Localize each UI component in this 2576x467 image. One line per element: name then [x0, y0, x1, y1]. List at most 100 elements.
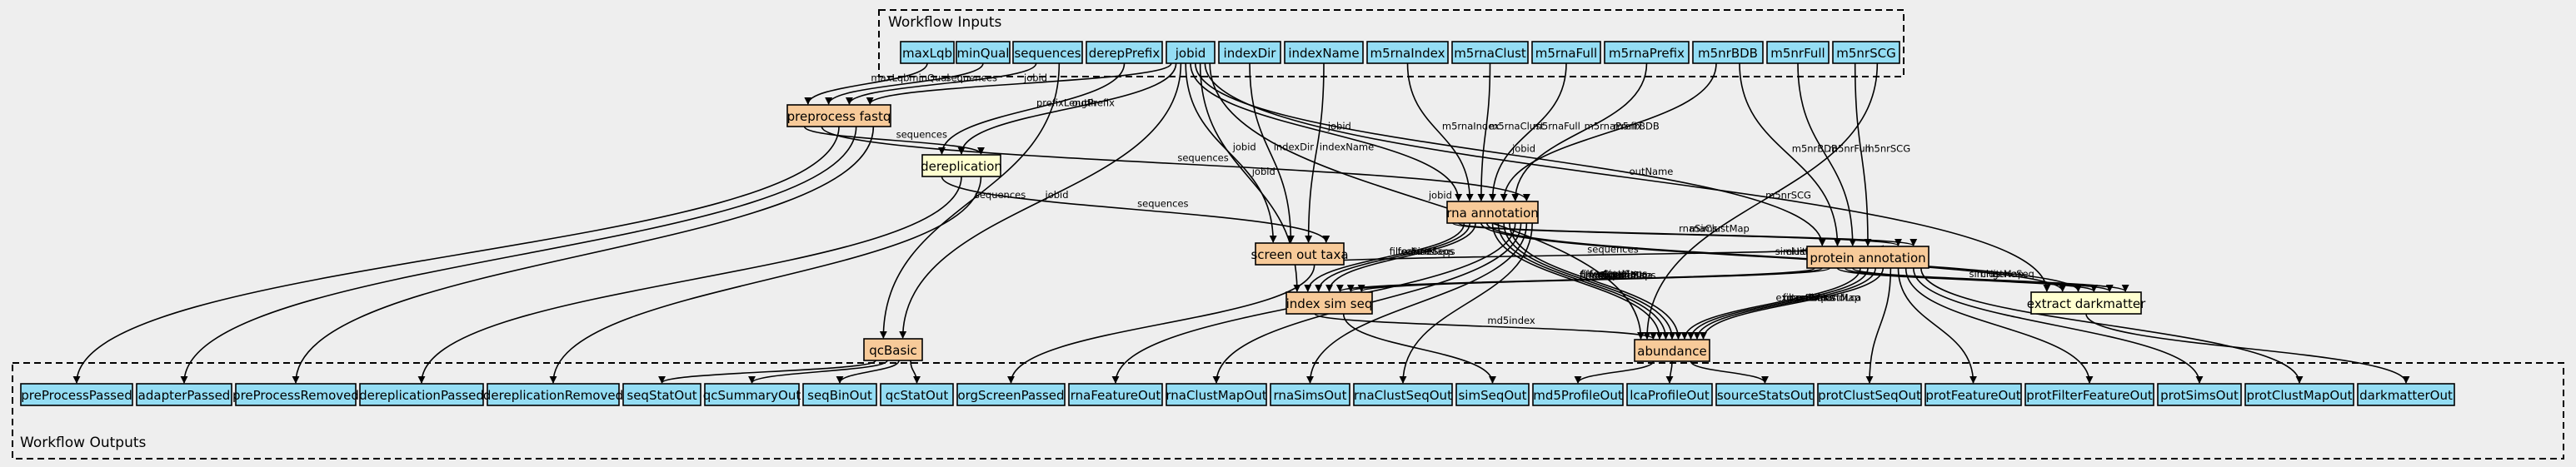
output-label: protClustMapOut — [2246, 388, 2352, 403]
edge-label: clustMaps — [1599, 268, 1647, 280]
output-box — [1455, 383, 1530, 406]
output-box — [802, 383, 877, 406]
edge-label: clustMap — [1980, 268, 2024, 280]
step-rna: rna annotation — [1446, 201, 1539, 224]
output-rnaClustMapOut: rnaClustMapOut — [1166, 383, 1267, 406]
edge-indexsim-to-simSeqOut — [1342, 313, 1496, 384]
output-adapterPassed: adapterPassed — [136, 383, 232, 406]
edge-line — [1865, 267, 1892, 384]
output-rnaSimsOut: rnaSimsOut — [1270, 383, 1350, 406]
input-jobid: jobid — [1166, 41, 1216, 64]
step-box — [2030, 291, 2142, 315]
output-seqBinOut: seqBinOut — [802, 383, 877, 406]
edge-line — [1643, 62, 1879, 340]
step-protein: protein annotation — [1806, 246, 1930, 269]
edge-line — [1700, 267, 1885, 340]
input-box — [1604, 41, 1690, 64]
edge-abundance-to-md5ProfileOut — [1574, 360, 1655, 384]
edge-m5rnaClust-to-rna: m5rnaClust — [1477, 62, 1545, 201]
edge-line — [1357, 267, 1831, 292]
input-m5rnaIndex: m5rnaIndex — [1366, 41, 1449, 64]
edge-label: sequences — [946, 72, 997, 84]
output-box — [1817, 383, 1922, 406]
edge-line — [1314, 313, 1657, 340]
input-box — [1451, 41, 1529, 64]
edge-line — [1665, 360, 1674, 384]
input-box — [1284, 41, 1364, 64]
edge-label: protClustMap — [1796, 292, 1860, 304]
step-abundance: abundance — [1634, 339, 1710, 362]
input-label: indexName — [1288, 46, 1359, 61]
edge-minQual-to-preprocess: minQual — [825, 62, 984, 105]
edge-dereplication-to-screen: sequences — [941, 176, 1330, 243]
edge-line — [845, 62, 1037, 105]
edge-line — [549, 176, 982, 384]
edge-label: filterSims — [1390, 246, 1435, 257]
edge-line — [1315, 222, 1471, 292]
edge-maxLqb-to-preprocess: maxLqb — [804, 62, 928, 105]
edge-line — [1489, 62, 1567, 201]
edge-line — [821, 126, 1530, 201]
step-box — [921, 154, 1001, 177]
edge-jobid-to-abundance: jobid — [1209, 62, 1645, 340]
edge-label: maxLqb — [871, 72, 909, 84]
edge-line — [1687, 267, 1869, 340]
step-box — [1255, 242, 1345, 266]
step-label: rna annotation — [1446, 206, 1539, 221]
edge-protein-to-abundance: filterSims — [1687, 267, 1869, 340]
workflow-inputs-label: Workflow Inputs — [888, 14, 1001, 31]
edge-label: md5index — [1487, 315, 1535, 326]
step-label: dereplication — [921, 159, 1002, 174]
edge-label: outName — [1630, 166, 1674, 177]
output-label: qcStatOut — [886, 388, 949, 403]
output-box — [1925, 383, 2022, 406]
edge-label: filterSims — [1580, 268, 1625, 280]
edge-label: outPrefix — [1072, 97, 1115, 109]
edge-label: rnaSims — [1679, 223, 1718, 235]
step-label: extract darkmatter — [2027, 296, 2146, 311]
edge-line — [1680, 267, 1861, 340]
edge-line — [1905, 267, 2094, 384]
input-box — [1086, 41, 1163, 64]
edge-line — [1195, 62, 1826, 246]
output-label: rnaFeatureOut — [1071, 388, 1161, 403]
output-protClustMapOut: protClustMapOut — [2244, 383, 2354, 406]
workflow-outputs-label: Workflow Outputs — [20, 435, 147, 451]
edge-m5nrBDB-to-rna: m5nrBDB — [1500, 62, 1717, 201]
edge-line — [910, 360, 921, 384]
edge-line — [2085, 313, 2410, 384]
edge-line — [180, 126, 857, 384]
edge-line — [1306, 222, 1528, 384]
edge-m5rnaPrefix-to-rna: m5rnaPrefix — [1511, 62, 1648, 201]
output-label: dereplicationPassed — [359, 388, 484, 403]
output-label: simSeqOut — [1458, 388, 1526, 403]
edge-label: maExpandLca — [1585, 270, 1653, 281]
input-box — [1012, 41, 1083, 64]
output-preProcessRemoved: preProcessRemoved — [232, 383, 359, 406]
edge-label: simHit — [1775, 246, 1806, 257]
edge-rna-to-rnaClustSeqOut — [1399, 222, 1533, 384]
edge-line — [1912, 267, 2204, 384]
output-label: adapterPassed — [138, 388, 231, 403]
edge-line — [1457, 222, 1917, 246]
step-box — [1634, 339, 1710, 362]
input-label: m5rnaPrefix — [1609, 46, 1685, 61]
input-derepPrefix: derepPrefix — [1086, 41, 1163, 64]
edge-protein-to-abundance: expandSims — [1680, 267, 1861, 340]
edge-jobid-to-protein: jobid — [1195, 62, 1826, 246]
edge-preprocess-to-preProcessPassed — [72, 126, 840, 384]
edge-line — [1477, 62, 1491, 201]
input-box — [1692, 41, 1764, 64]
input-m5rnaFull: m5rnaFull — [1531, 41, 1601, 64]
input-m5rnaClust: m5rnaClust — [1451, 41, 1529, 64]
edge-preprocess-to-dereplication: sequences — [803, 126, 985, 155]
edge-m5rnaIndex-to-rna: m5rnaIndex — [1406, 62, 1500, 201]
edge-protein-to-protSimsOut — [1912, 267, 2204, 384]
edge-line — [1920, 267, 2304, 384]
output-box — [704, 383, 800, 406]
input-box — [1832, 41, 1900, 64]
step-screen: screen out taxa — [1251, 242, 1349, 266]
output-box — [487, 383, 620, 406]
